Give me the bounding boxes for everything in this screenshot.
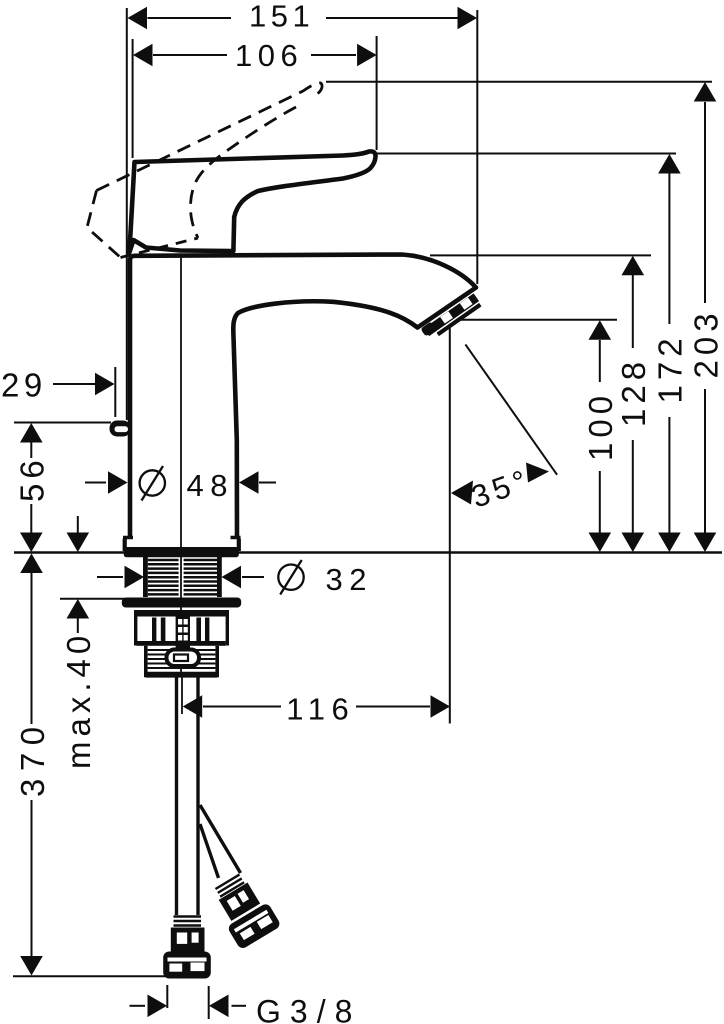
svg-text:116: 116 — [286, 692, 355, 727]
svg-text:203: 203 — [687, 308, 724, 378]
svg-text:106: 106 — [235, 38, 303, 73]
svg-text:56: 56 — [14, 455, 51, 502]
svg-text:max.40: max.40 — [60, 631, 97, 769]
svg-text:G3/8: G3/8 — [256, 994, 361, 1024]
svg-text:128: 128 — [615, 357, 652, 427]
svg-text:32: 32 — [326, 562, 373, 597]
svg-text:100: 100 — [582, 391, 619, 461]
svg-text:151: 151 — [249, 0, 314, 33]
svg-text:370: 370 — [14, 719, 51, 797]
svg-text:48: 48 — [187, 468, 234, 503]
svg-text:29: 29 — [1, 367, 47, 404]
svg-text:172: 172 — [652, 333, 689, 403]
